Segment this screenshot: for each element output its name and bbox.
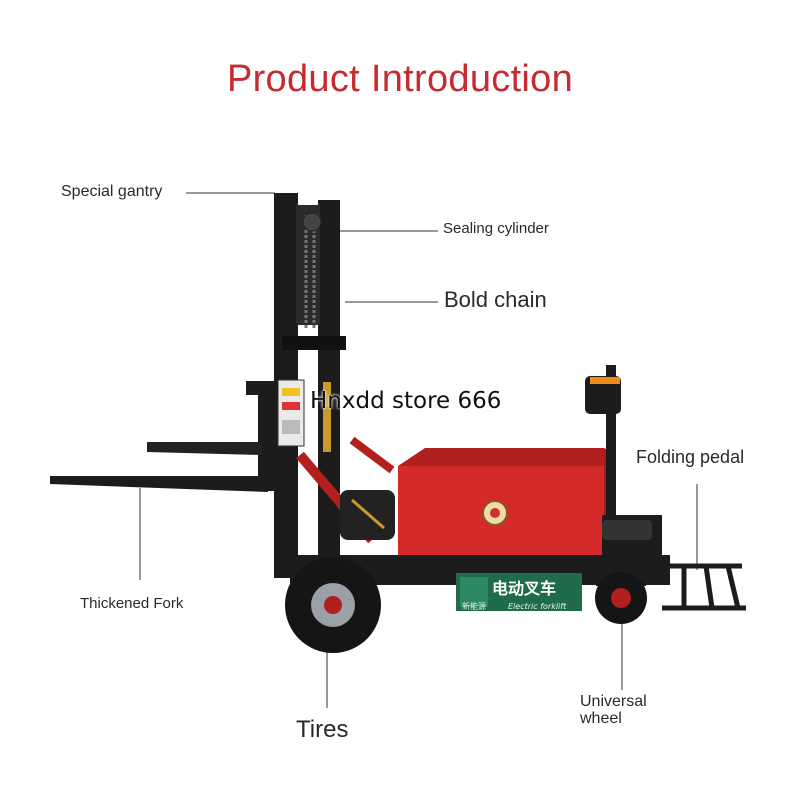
universal-wheel: [595, 572, 647, 624]
thickened-fork: [50, 476, 268, 492]
label-sealing-cylinder: Sealing cylinder: [443, 220, 549, 237]
fork-assembly: [50, 381, 278, 492]
leader-lines: [139, 192, 698, 708]
folding-pedal: [662, 563, 746, 611]
hydraulics: [296, 436, 395, 544]
sign-cn: 电动叉车: [492, 579, 556, 598]
body-sign: 电动叉车 新能源 Electric forklift: [456, 573, 582, 611]
page-title: Product Introduction: [226, 58, 574, 100]
mast: [274, 193, 346, 578]
label-tires: Tires: [296, 716, 349, 743]
sign-en: Electric forklift: [508, 602, 567, 611]
sealing-cylinder-rod: [323, 382, 331, 452]
label-thickened-fork: Thickened Fork: [80, 595, 184, 612]
label-folding-pedal: Folding pedal: [636, 447, 745, 467]
sign-sub: 新能源: [462, 601, 486, 611]
handle-column: [606, 365, 616, 525]
label-bold-chain: Bold chain: [444, 287, 547, 312]
red-body: [398, 448, 612, 562]
tires: [285, 557, 381, 653]
label-special-gantry: Special gantry: [61, 183, 163, 200]
label-universal-wheel: Universal wheel: [580, 693, 647, 727]
control-handle: [585, 376, 621, 414]
store-watermark: Hnxdd store 666: [310, 388, 502, 414]
